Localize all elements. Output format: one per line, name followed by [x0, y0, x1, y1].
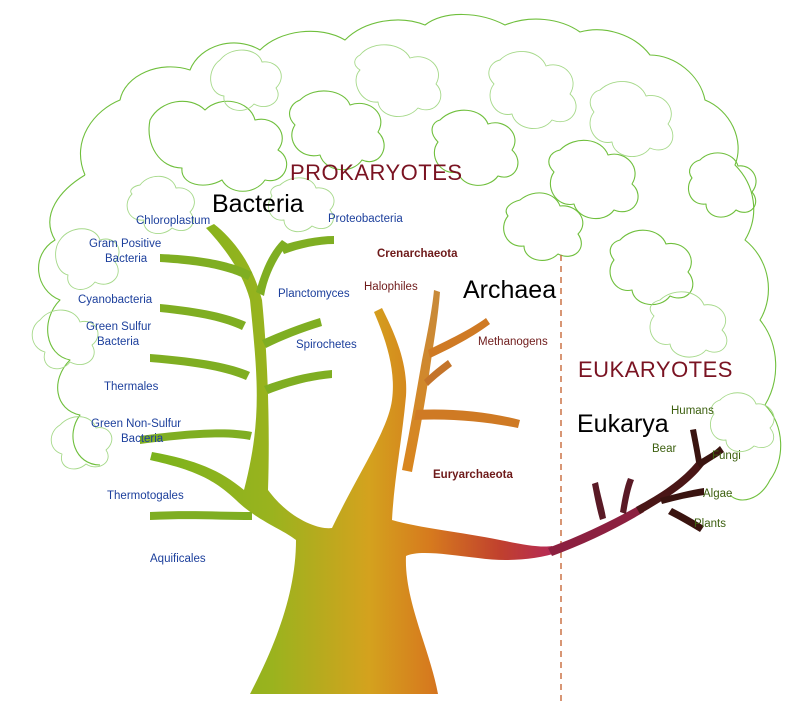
- label-aquificales: Aquificales: [150, 553, 206, 565]
- eukarya-branch: [548, 429, 724, 556]
- label-thermales: Thermales: [104, 381, 159, 393]
- label-fungi: Fungi: [712, 450, 741, 462]
- label-spirochetes: Spirochetes: [296, 339, 357, 351]
- label-green-nonsulfur-line2: Bacteria: [121, 433, 164, 445]
- label-gram-positive-line2: Bacteria: [105, 253, 148, 265]
- bacteria-title: Bacteria: [212, 190, 304, 218]
- prokaryotes-title: PROKARYOTES: [290, 160, 463, 185]
- label-crenarchaeota: Crenarchaeota: [377, 248, 458, 260]
- archaea-title: Archaea: [463, 276, 556, 304]
- label-green-sulfur-line2: Bacteria: [97, 336, 140, 348]
- label-humans: Humans: [671, 405, 714, 417]
- label-proteobacteria: Proteobacteria: [328, 213, 403, 225]
- label-planctomyces: Planctomyces: [278, 288, 350, 300]
- label-chloroplastum: Chloroplastum: [136, 215, 210, 227]
- label-cyanobacteria: Cyanobacteria: [78, 294, 153, 306]
- label-algae: Algae: [703, 488, 732, 500]
- label-methanogens: Methanogens: [478, 336, 548, 348]
- bacteria-branches: [140, 236, 334, 520]
- tree-trunk: [150, 224, 560, 694]
- label-green-nonsulfur-line1: Green Non-Sulfur: [91, 418, 181, 430]
- label-bear: Bear: [652, 443, 676, 455]
- label-thermotogales: Thermotogales: [107, 490, 184, 502]
- label-green-sulfur-line1: Green Sulfur: [86, 321, 151, 333]
- label-euryarchaeota: Euryarchaeota: [433, 469, 514, 481]
- label-gram-positive-line1: Gram Positive: [89, 238, 161, 250]
- label-halophiles: Halophiles: [364, 281, 418, 293]
- eukaryotes-title: EUKARYOTES: [578, 357, 733, 382]
- canopy-outline: [31, 13, 782, 501]
- eukarya-title: Eukarya: [577, 410, 669, 438]
- label-plants: Plants: [694, 518, 726, 530]
